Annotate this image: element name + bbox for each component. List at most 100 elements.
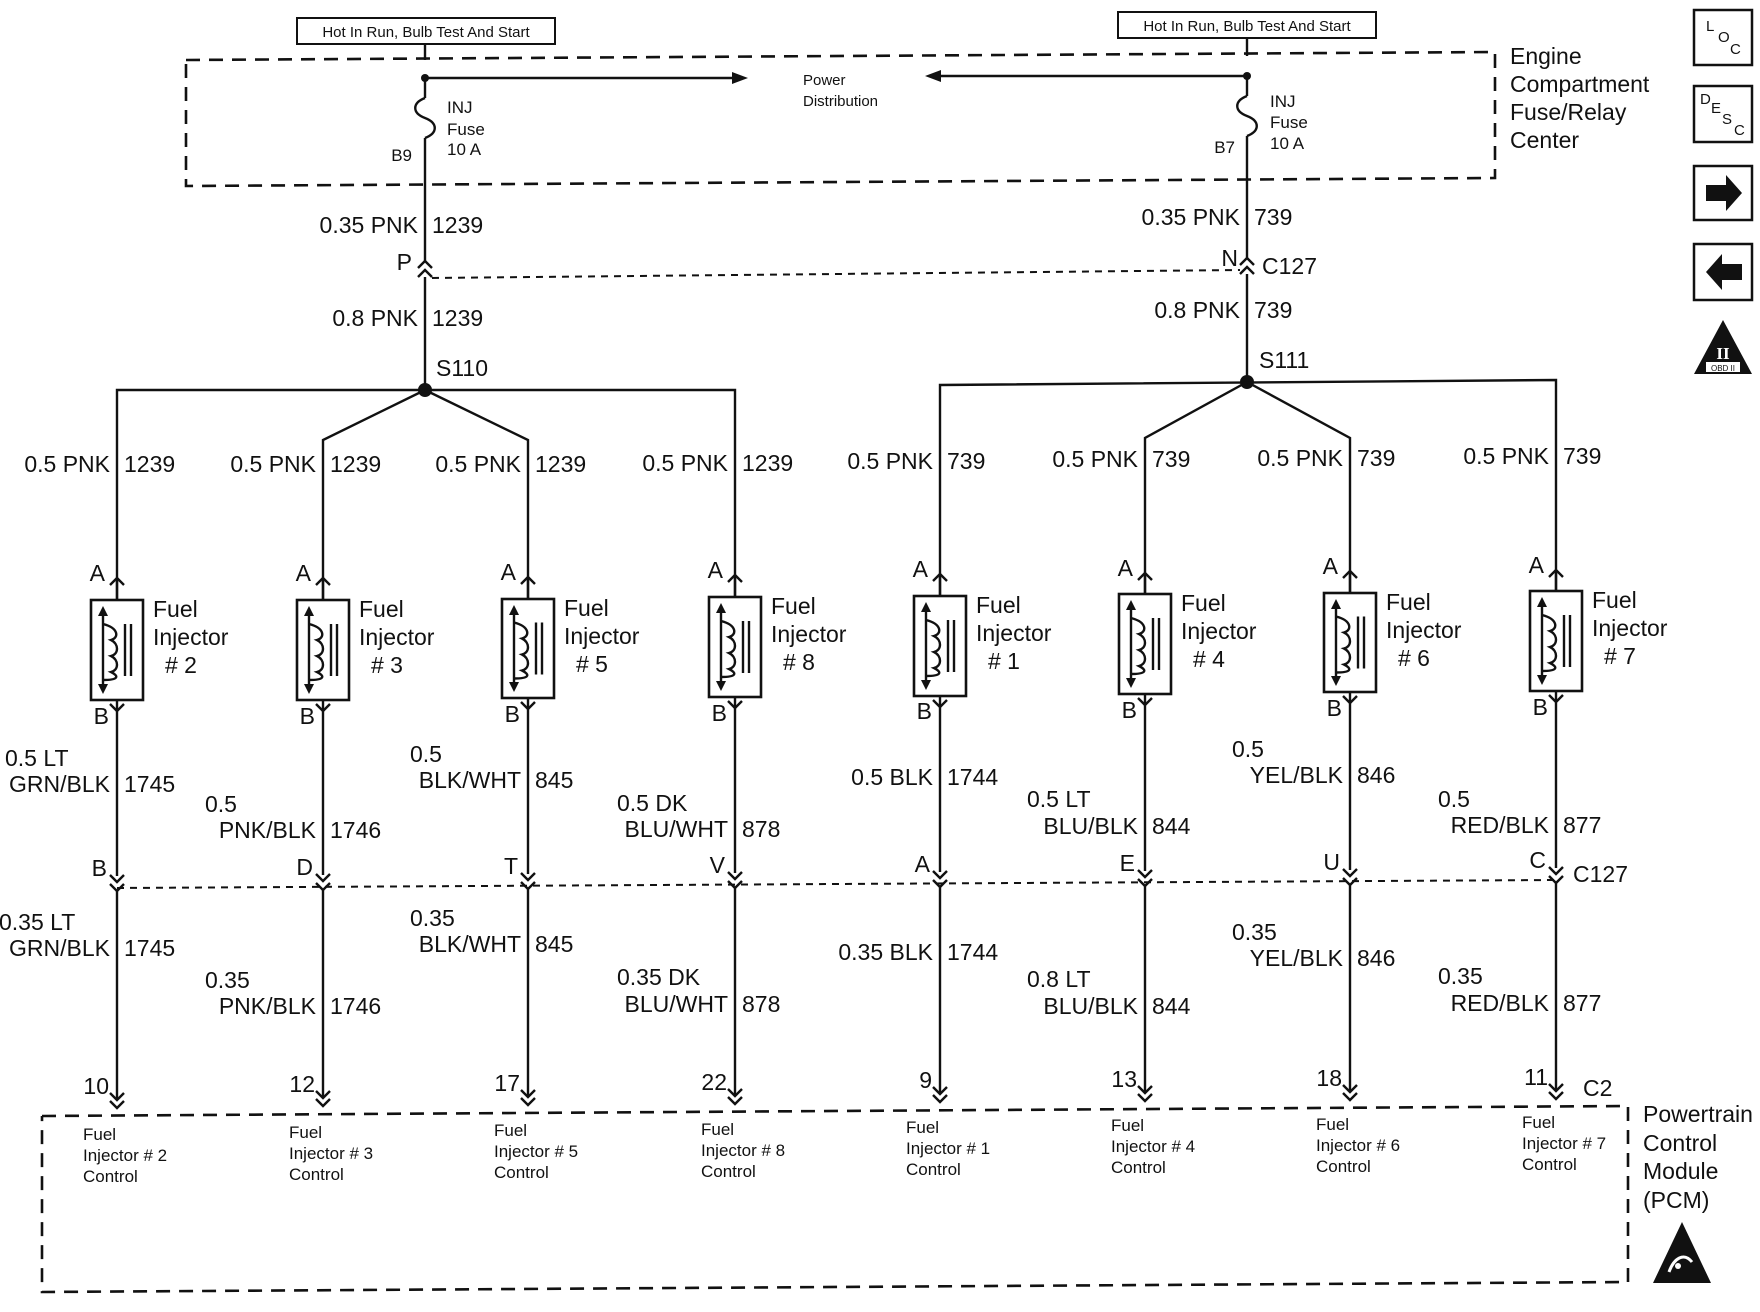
obd-ii-button[interactable]: II OBD II [1694, 320, 1752, 374]
injector-name: Injector [1592, 615, 1668, 641]
svg-text:P: P [397, 249, 412, 275]
splice-s110: S110 [115, 355, 737, 618]
pcm-wire-size: GRN/BLK [9, 935, 111, 961]
pcm-wire-circuit: 846 [1357, 945, 1395, 971]
c2-pin-label: 22 [701, 1069, 727, 1095]
output-wire-circuit: 877 [1563, 812, 1601, 838]
output-wire-size: RED/BLK [1451, 812, 1550, 838]
svg-text:Fuse: Fuse [1270, 113, 1308, 132]
pcm-input-label: Injector # 2 [83, 1146, 167, 1165]
c2-pin-label: 9 [919, 1067, 932, 1093]
c2-pin-label: 11 [1524, 1064, 1548, 1090]
pcm-wire-circuit: 845 [535, 931, 573, 957]
c127-pin-label: T [504, 853, 518, 879]
fuel-injector-8 [1528, 589, 1584, 693]
pcm-wire-circuit: 878 [742, 991, 780, 1017]
pcm-input-label: Fuel [701, 1120, 734, 1139]
pin-a-label: A [501, 559, 517, 585]
output-wire-size: 0.5 [410, 741, 442, 767]
pcm-input-label: Fuel [1522, 1113, 1555, 1132]
description-button[interactable]: D E S C [1692, 84, 1754, 144]
pin-b-label: B [300, 703, 315, 729]
c127-lower-connector-line [116, 879, 1557, 889]
pcm-input-label: Injector # 3 [289, 1144, 373, 1163]
input-wire-circuit: 739 [1563, 443, 1601, 469]
injector-name: Injector [359, 624, 435, 650]
injector-name: Injector [1386, 617, 1462, 643]
pin-b-label: B [1122, 697, 1137, 723]
pin-a-label: A [296, 560, 312, 586]
pcm-input-label: Injector # 4 [1111, 1137, 1195, 1156]
location-button[interactable]: L O C [1692, 8, 1754, 67]
pcm-input-label: Control [289, 1165, 344, 1184]
output-wire-size: PNK/BLK [219, 817, 317, 843]
pcm-wire-circuit: 877 [1563, 990, 1601, 1016]
output-wire-size: BLU/WHT [625, 816, 729, 842]
fuel-injector-2 [295, 598, 351, 702]
c127-upper-connector: P N C127 [397, 245, 1317, 279]
pin-b-label: B [94, 703, 109, 729]
esd-warning-icon [1653, 1222, 1711, 1283]
svg-text:10 A: 10 A [447, 140, 482, 159]
fuel-injector-3 [500, 597, 556, 700]
svg-text:Power: Power [803, 72, 846, 89]
pin-a-label: A [913, 556, 929, 582]
pin-a-label: A [1529, 552, 1545, 578]
input-wire-circuit: 1239 [330, 451, 381, 477]
c127-pin-label: B [92, 855, 107, 881]
pcm-input-label: Injector # 1 [906, 1139, 990, 1158]
next-button[interactable] [1692, 164, 1754, 222]
input-wire-size: 0.5 PNK [642, 450, 728, 476]
c127-pin-label: C [1529, 847, 1546, 873]
pcm-input-label: Control [1522, 1155, 1577, 1174]
c2-pin-label: 18 [1316, 1065, 1342, 1091]
injector-name: # 1 [988, 648, 1020, 674]
right-arrow-icon [1706, 175, 1742, 211]
pcm-wire-size: 0.35 [1232, 919, 1277, 945]
pcm-input-label: Injector # 7 [1522, 1134, 1606, 1153]
input-wire-size: 0.5 PNK [24, 451, 110, 477]
injector-name: # 3 [371, 652, 403, 678]
output-wire-size: 0.5 LT [5, 745, 69, 771]
c2-label: C2 [1583, 1075, 1612, 1101]
injector-name: Fuel [976, 592, 1021, 618]
pin-b-label: B [1533, 694, 1548, 720]
injector-name: Fuel [1386, 589, 1431, 615]
fuel-injector-7 [1322, 591, 1378, 694]
svg-text:D: D [1700, 91, 1711, 108]
svg-text:S: S [1722, 111, 1732, 128]
pcm-input-label: Control [1111, 1158, 1166, 1177]
output-wire-circuit: 845 [535, 767, 573, 793]
output-wire-size: GRN/BLK [9, 771, 111, 797]
svg-text:INJ: INJ [1270, 92, 1296, 111]
svg-text:L: L [1706, 18, 1714, 35]
pin-b-label: B [917, 698, 932, 724]
pcm-input-label: Fuel [83, 1125, 116, 1144]
svg-text:C: C [1734, 122, 1745, 139]
input-wire-size: 0.5 PNK [1052, 446, 1138, 472]
c2-pin-label: 12 [289, 1071, 315, 1097]
input-wire-circuit: 739 [947, 448, 985, 474]
feed-right-lower-wire: 0.8 PNK 739 [1154, 297, 1292, 323]
pcm-input-label: Control [494, 1163, 549, 1182]
output-wire-size: 0.5 BLK [851, 764, 933, 790]
c2-pin-label: 13 [1111, 1066, 1137, 1092]
svg-text:Module: Module [1643, 1158, 1718, 1184]
output-wire-size: BLK/WHT [419, 767, 521, 793]
svg-text:II: II [1716, 344, 1730, 363]
output-wire-size: YEL/BLK [1250, 762, 1344, 788]
svg-text:739: 739 [1254, 297, 1292, 323]
pcm-wire-circuit: 1744 [947, 939, 998, 965]
previous-button[interactable] [1692, 242, 1754, 302]
left-arrow-icon [1706, 254, 1742, 290]
input-wire-size: 0.5 PNK [230, 451, 316, 477]
injector-name: Fuel [1181, 590, 1226, 616]
svg-text:Hot In Run, Bulb Test And Star: Hot In Run, Bulb Test And Start [322, 24, 530, 41]
pcm-wire-size: YEL/BLK [1250, 945, 1344, 971]
pin-b-label: B [712, 700, 727, 726]
pcm-wire-circuit: 844 [1152, 993, 1191, 1019]
fuel-injector-4 [707, 595, 763, 699]
